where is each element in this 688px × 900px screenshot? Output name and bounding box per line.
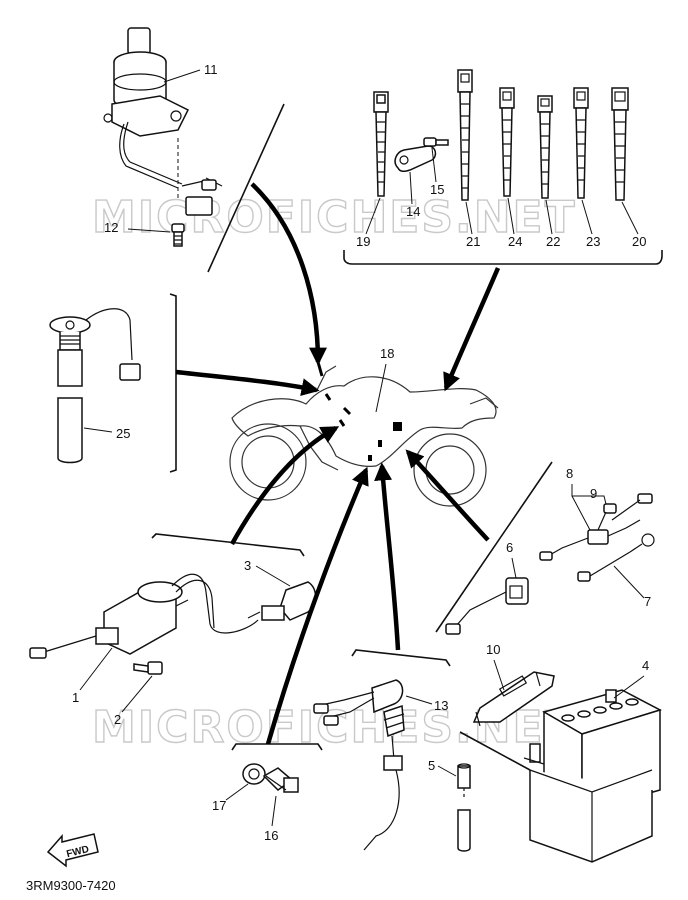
bolt-15 — [423, 137, 449, 147]
leader-2 — [121, 675, 153, 713]
callout-17: 17 — [212, 798, 226, 813]
callout-24: 24 — [508, 234, 522, 249]
leader-3 — [255, 565, 291, 587]
leader-14 — [409, 171, 413, 205]
leader-11 — [163, 69, 201, 83]
wire-harness-8 — [539, 493, 653, 561]
battery-4 — [523, 689, 662, 863]
cable-band-24 — [499, 87, 515, 197]
breather-pipe-5 — [457, 763, 471, 852]
wire-7 — [577, 533, 655, 582]
ignition-coil-1 — [29, 573, 259, 659]
fwd-label: FWD — [65, 844, 90, 860]
leader-12 — [127, 228, 171, 233]
cable-band-23 — [573, 87, 589, 199]
leader-18 — [375, 363, 387, 413]
arrow-sensor — [175, 369, 320, 397]
battery-band-10 — [472, 671, 555, 727]
arrow-switch-16 — [265, 466, 369, 745]
arrow-rectifier — [374, 462, 401, 651]
fwd-arrow-icon: FWD — [46, 833, 99, 868]
callout-25: 25 — [116, 426, 130, 441]
callout-23: 23 — [586, 234, 600, 249]
leader-8-9 — [571, 484, 607, 531]
callout-14: 14 — [406, 204, 420, 219]
callout-6: 6 — [506, 540, 513, 555]
rectifier-13 — [313, 679, 405, 851]
arrow-coil — [230, 426, 340, 546]
leader-20 — [621, 201, 639, 235]
leader-16 — [271, 795, 277, 827]
callout-8: 8 — [566, 466, 573, 481]
leader-25 — [83, 427, 113, 433]
switch-16 — [262, 767, 299, 793]
bolt-2 — [133, 661, 163, 675]
main-switch-assembly — [103, 27, 223, 216]
leader-13 — [405, 695, 433, 705]
callout-5: 5 — [428, 758, 435, 773]
callout-10: 10 — [486, 642, 500, 657]
leader-1 — [79, 647, 113, 691]
callout-3: 3 — [244, 558, 251, 573]
marker-dashes — [316, 361, 352, 427]
leader-19 — [365, 197, 381, 235]
cable-band-19 — [373, 91, 389, 197]
bracket-rectifier — [351, 649, 451, 667]
bracket-battery — [459, 731, 531, 771]
bracket-bands — [343, 250, 663, 265]
callout-2: 2 — [114, 712, 121, 727]
callout-20: 20 — [632, 234, 646, 249]
leader-6 — [511, 557, 517, 579]
callout-7: 7 — [644, 594, 651, 609]
callout-1: 1 — [72, 690, 79, 705]
callout-9: 9 — [590, 486, 597, 501]
leader-22 — [545, 199, 553, 235]
relay-6 — [445, 577, 529, 635]
marker-a — [378, 440, 382, 447]
leader-23 — [581, 199, 593, 235]
marker-square — [393, 422, 402, 431]
callout-19: 19 — [356, 234, 370, 249]
leader-21 — [465, 201, 473, 235]
clamp-14 — [394, 145, 437, 173]
callout-4: 4 — [642, 658, 649, 673]
gasket-17 — [242, 763, 266, 785]
callout-13: 13 — [434, 698, 448, 713]
plug-cap-3 — [247, 581, 317, 621]
bracket-sensor — [169, 293, 177, 473]
watermark-top: MICROFICHES.NET — [92, 192, 577, 243]
arrow-bands — [443, 267, 501, 392]
leader-24 — [507, 197, 515, 235]
leader-15 — [431, 147, 437, 183]
leader-10 — [493, 659, 505, 691]
cable-band-22 — [537, 95, 553, 199]
callout-22: 22 — [546, 234, 560, 249]
sensor-25 — [49, 308, 141, 464]
bracket-switch — [207, 103, 285, 273]
leader-7 — [613, 565, 645, 599]
drawing-code: 3RM9300-7420 — [26, 878, 116, 893]
bracket-switch-16 — [231, 743, 323, 751]
callout-16: 16 — [264, 828, 278, 843]
bracket-coil — [151, 533, 305, 557]
leader-5 — [437, 765, 457, 777]
callout-15: 15 — [430, 182, 444, 197]
leader-4 — [613, 675, 645, 699]
callout-18: 18 — [380, 346, 394, 361]
arrow-switch — [250, 182, 327, 366]
callout-11: 11 — [204, 62, 218, 77]
leader-17 — [225, 783, 249, 801]
screw-12 — [171, 223, 185, 247]
callout-12: 12 — [104, 220, 118, 235]
marker-b — [368, 455, 372, 461]
cable-band-20 — [611, 87, 629, 201]
cable-band-21 — [457, 69, 473, 201]
bracket-relay — [435, 461, 553, 633]
arrow-relay — [405, 449, 490, 542]
callout-21: 21 — [466, 234, 480, 249]
